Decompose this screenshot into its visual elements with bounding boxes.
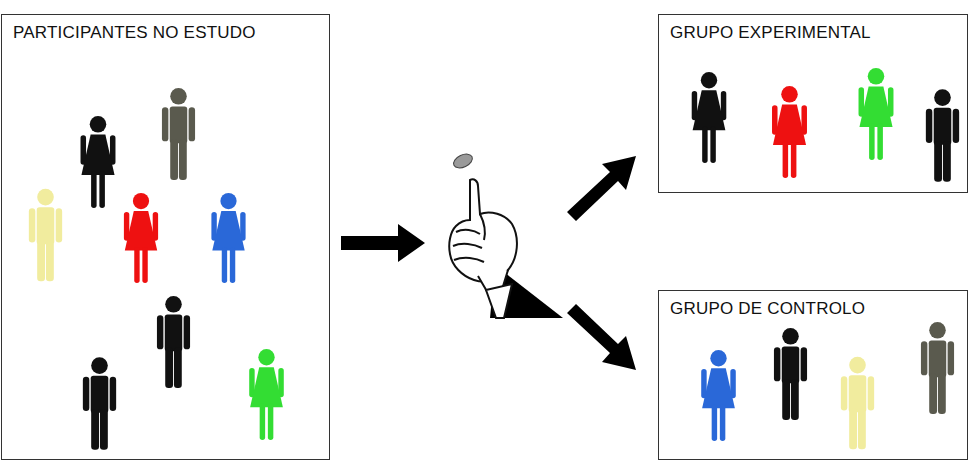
group-box: GRUPO EXPERIMENTAL: [658, 14, 968, 193]
coin-toss-hand: [449, 151, 563, 318]
group-title: GRUPO EXPERIMENTAL: [670, 23, 871, 43]
person-icon: [249, 349, 284, 440]
person-icon: [774, 328, 807, 420]
person-icon: [211, 193, 245, 283]
group-box: PARTICIPANTES NO ESTUDO: [1, 14, 330, 460]
flow-arrow: [567, 156, 636, 221]
person-icon: [81, 116, 116, 208]
person-icon: [701, 350, 736, 441]
flow-arrow: [567, 304, 636, 370]
group-title: GRUPO DE CONTROLO: [670, 299, 865, 319]
person-icon: [162, 88, 195, 180]
person-icon: [157, 296, 190, 388]
person-icon: [29, 189, 62, 282]
person-icon: [921, 322, 954, 414]
person-icon: [83, 357, 116, 450]
person-icon: [859, 68, 894, 160]
person-icon: [926, 89, 959, 182]
person-icon: [692, 72, 727, 163]
group-title: PARTICIPANTES NO ESTUDO: [13, 23, 256, 43]
person-icon: [772, 86, 807, 178]
person-icon: [841, 357, 874, 450]
flow-arrow: [341, 224, 425, 262]
person-icon: [124, 193, 158, 283]
group-box: GRUPO DE CONTROLO: [658, 290, 968, 460]
